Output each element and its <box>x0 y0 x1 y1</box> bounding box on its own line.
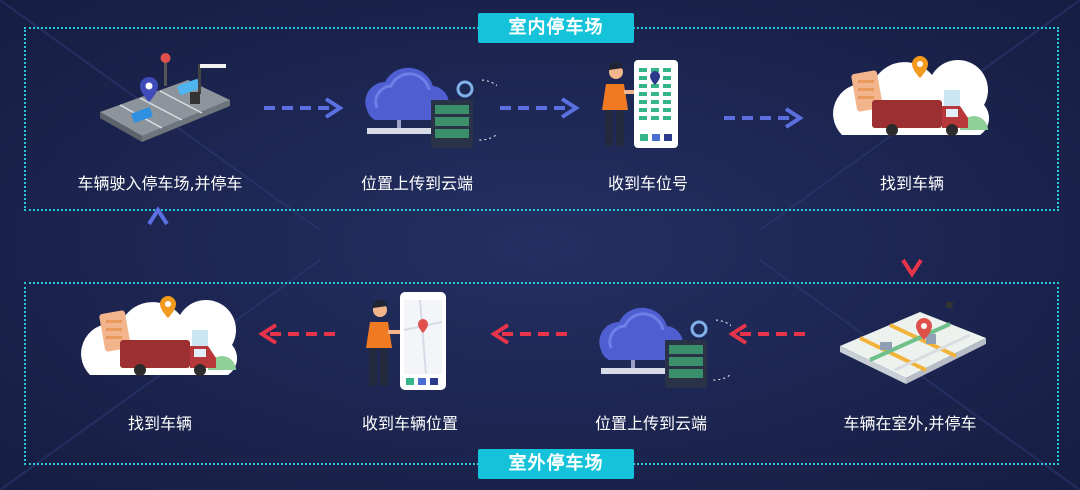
truck-location-icon <box>81 296 238 376</box>
outdoor-parking-title: 室外停车场 <box>478 449 634 479</box>
parking-lot-icon <box>100 53 230 142</box>
city-map-icon <box>840 302 986 384</box>
indoor-parking-title: 室内停车场 <box>478 13 634 43</box>
truck-location-icon <box>833 56 990 136</box>
step-label: 位置上传到云端 <box>360 174 473 193</box>
step-label: 找到车辆 <box>127 414 192 433</box>
arrow-left <box>258 323 338 345</box>
arrow-right <box>500 97 580 119</box>
step-label: 车辆驶入停车场,并停车 <box>77 174 243 193</box>
outdoor-step-receive-location: 收到车辆位置 <box>300 290 520 440</box>
indoor-step-park: 车辆驶入停车场,并停车 <box>50 50 270 200</box>
indoor-step-receive-spot: 收到车位号 <box>538 50 758 200</box>
arrow-down <box>901 208 923 278</box>
arrow-left <box>728 323 808 345</box>
step-label: 收到车位号 <box>607 174 688 193</box>
step-label: 位置上传到云端 <box>594 414 707 433</box>
arrow-right <box>724 107 804 129</box>
step-label: 找到车辆 <box>879 174 944 193</box>
indoor-step-upload: 位置上传到云端 <box>307 50 527 200</box>
step-label: 车辆在室外,并停车 <box>843 414 977 433</box>
arrow-right <box>264 97 344 119</box>
cloud-server-icon <box>599 307 731 388</box>
outdoor-step-upload: 位置上传到云端 <box>541 290 761 440</box>
arrow-up <box>147 206 169 276</box>
outdoor-step-find-car: 找到车辆 <box>50 290 270 440</box>
step-label: 收到车辆位置 <box>361 414 458 433</box>
indoor-step-find-car: 找到车辆 <box>802 50 1022 200</box>
outdoor-step-park: 车辆在室外,并停车 <box>800 290 1020 440</box>
arrow-left <box>490 323 570 345</box>
cloud-server-icon <box>365 67 497 148</box>
person-phone-icon <box>602 60 678 148</box>
person-phone-map-icon <box>366 292 446 390</box>
